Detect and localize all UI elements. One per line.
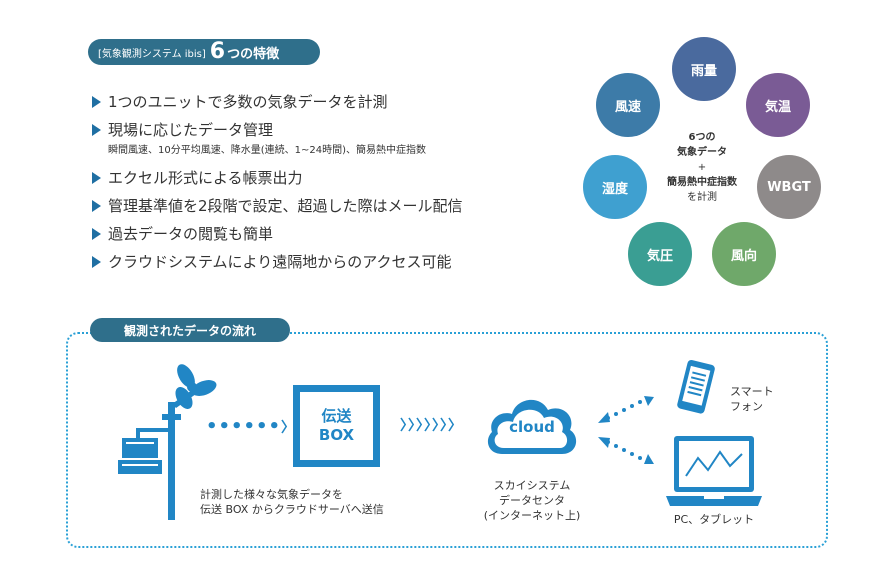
circle-humidity: 湿度: [583, 155, 647, 219]
smartphone-icon: [677, 359, 715, 414]
flow-title: 観測されたデータの流れ: [90, 318, 290, 342]
flow-frame: [66, 332, 828, 548]
bidirectional-arrows-icon: [598, 396, 654, 464]
triangle-bullet-icon: [92, 172, 101, 184]
circle-wind-direction: 風向: [712, 222, 776, 286]
laptop-icon: [666, 436, 762, 506]
feature-item: 1つのユニットで多数の気象データを計測: [92, 91, 388, 112]
triangle-bullet-icon: [92, 228, 101, 240]
triangle-bullet-icon: [92, 200, 101, 212]
circle-wind-speed: 風速: [596, 73, 660, 137]
transmission-box: 伝送 BOX: [293, 385, 380, 467]
circle-rainfall: 雨量: [672, 37, 736, 101]
feature-item: エクセル形式による帳票出力: [92, 167, 303, 188]
feature-item: クラウドシステムにより遠隔地からのアクセス可能: [92, 251, 452, 272]
triangle-bullet-icon: [92, 256, 101, 268]
features-header: [気象観測システム ibis] 6 つの特徴: [88, 39, 320, 65]
pc-caption: PC、タブレット: [673, 513, 755, 526]
feature-item: 管理基準値を2段階で設定、超過した際はメール配信: [92, 195, 463, 216]
cloud-caption: スカイシステム データセンタ (インターネット上): [483, 479, 581, 522]
cloud-label: cloud: [509, 418, 555, 436]
header-number: 6: [209, 39, 226, 64]
feature-subtext: 瞬間風速、10分平均風速、降水量(連続、1~24時間)、簡易熱中症指数: [108, 145, 426, 156]
circle-pressure: 気圧: [628, 222, 692, 286]
flow-chevron-arrow: 〉〉〉〉〉〉〉: [400, 418, 463, 434]
header-suffix: つの特徴: [227, 46, 280, 62]
flow-dots-arrow: ••••••〉: [206, 416, 297, 437]
cloud-icon: [487, 399, 577, 454]
smartphone-caption: スマート フォン: [730, 385, 774, 413]
triangle-bullet-icon: [92, 96, 101, 108]
header-prefix: [気象観測システム ibis]: [98, 48, 206, 60]
weather-station-icon: [118, 364, 217, 520]
circle-temperature: 気温: [746, 73, 810, 137]
station-caption: 計測した様々な気象データを 伝送 BOX からクラウドサーバへ送信: [200, 488, 384, 516]
circle-center-text: 6つの 気象データ + 簡易熱中症指数 を計測: [667, 132, 737, 203]
circle-wbgt: WBGT: [757, 155, 821, 219]
feature-item: 現場に応じたデータ管理: [92, 119, 273, 140]
feature-item: 過去データの閲覧も簡単: [92, 223, 273, 244]
triangle-bullet-icon: [92, 124, 101, 136]
